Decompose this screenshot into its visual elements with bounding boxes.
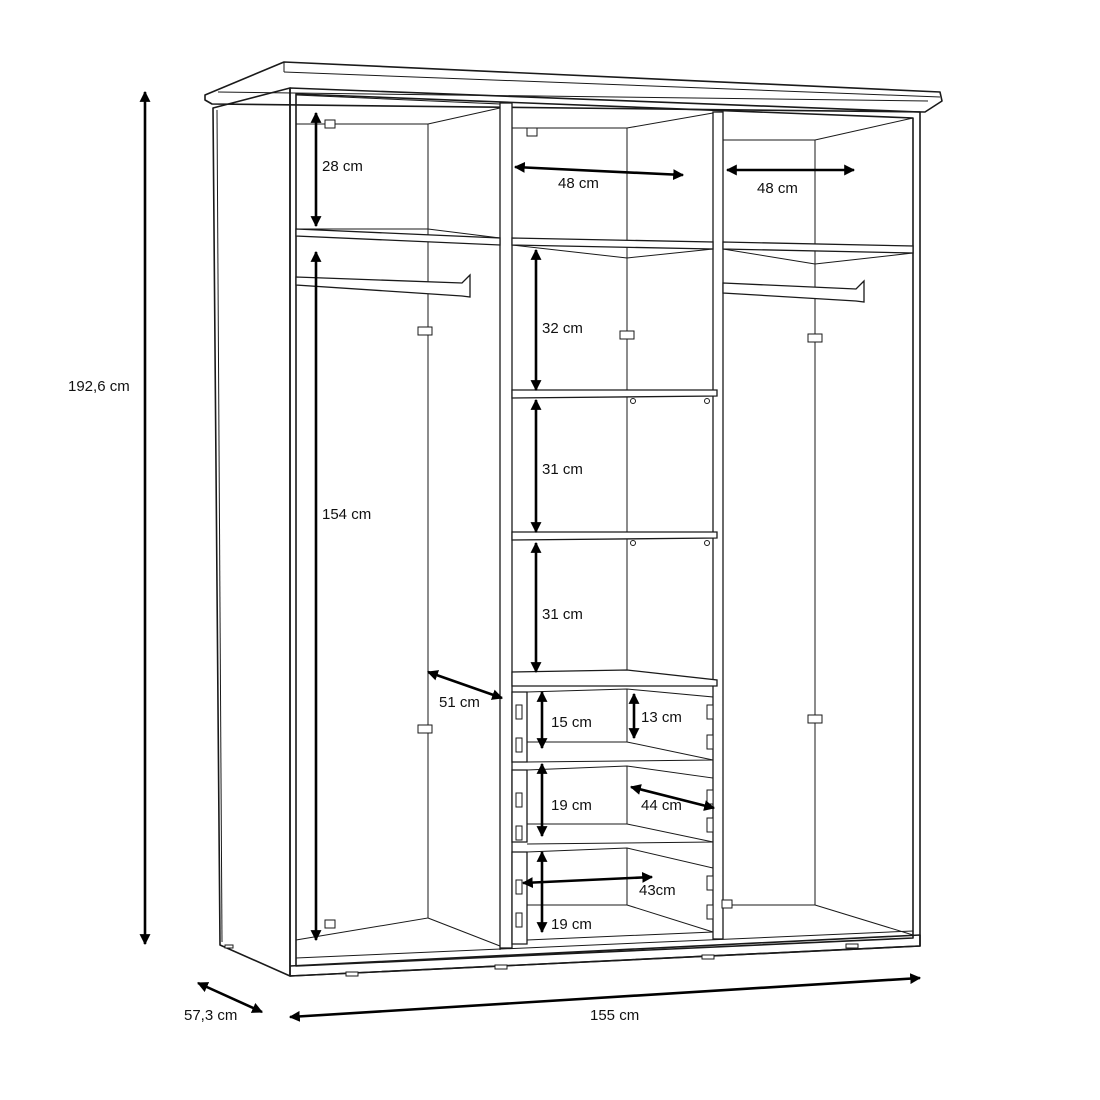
shelf-pins — [630, 398, 710, 546]
wardrobe-body — [204, 61, 943, 977]
foot-mid-right — [701, 954, 715, 960]
label-drawer-2-width: 44 cm — [641, 797, 682, 814]
label-drawer-2-outer: 19 cm — [551, 797, 592, 814]
arrow-drawer-2-width — [629, 784, 716, 811]
arrow-overall-width — [288, 973, 922, 1022]
label-left-hanging: 154 cm — [322, 506, 371, 523]
dimension-labels: 192,6 cm 155 cm 57,3 cm 28 cm 154 cm 51 … — [68, 158, 798, 1024]
foot-right — [845, 943, 859, 949]
middle-shelf-3 — [511, 669, 718, 687]
middle-shelf-1 — [511, 389, 718, 399]
drawer-runners — [515, 704, 714, 928]
label-drawer-1-outer: 15 cm — [551, 714, 592, 731]
left-top-shelf — [295, 228, 501, 246]
foot-left — [345, 971, 359, 977]
label-middle-top-width: 48 cm — [558, 175, 599, 192]
arrow-left-depth — [426, 670, 504, 700]
right-top-shelf — [722, 241, 914, 254]
plinth — [289, 934, 921, 977]
divider-right — [712, 111, 724, 940]
label-overall-width: 155 cm — [590, 1007, 639, 1024]
label-drawer-3-outer: 19 cm — [551, 916, 592, 933]
arrow-middle-top-width — [513, 162, 685, 180]
label-left-top: 28 cm — [322, 158, 363, 175]
label-left-depth: 51 cm — [439, 694, 480, 711]
divider-left — [499, 102, 513, 949]
label-middle-shelf-1: 32 cm — [542, 320, 583, 337]
label-drawer-1-inner: 13 cm — [641, 709, 682, 726]
left-side-panel — [212, 87, 291, 977]
arrow-overall-depth — [197, 981, 263, 1014]
label-drawer-3-width: 43cm — [639, 882, 676, 899]
right-hanging-rail — [722, 279, 865, 303]
label-middle-shelf-3: 31 cm — [542, 606, 583, 623]
foot-back — [224, 944, 234, 949]
middle-top-shelf — [511, 237, 714, 250]
foot-mid-left — [494, 964, 508, 970]
label-overall-depth: 57,3 cm — [184, 1007, 237, 1024]
label-middle-shelf-2: 31 cm — [542, 461, 583, 478]
label-right-top-width: 48 cm — [757, 180, 798, 197]
label-overall-height: 192,6 cm — [68, 378, 130, 395]
hinges — [324, 119, 823, 929]
left-hanging-rail — [295, 273, 471, 298]
dimension-arrows — [139, 90, 922, 1022]
middle-shelf-2 — [511, 531, 718, 541]
crown-moulding — [204, 61, 943, 113]
